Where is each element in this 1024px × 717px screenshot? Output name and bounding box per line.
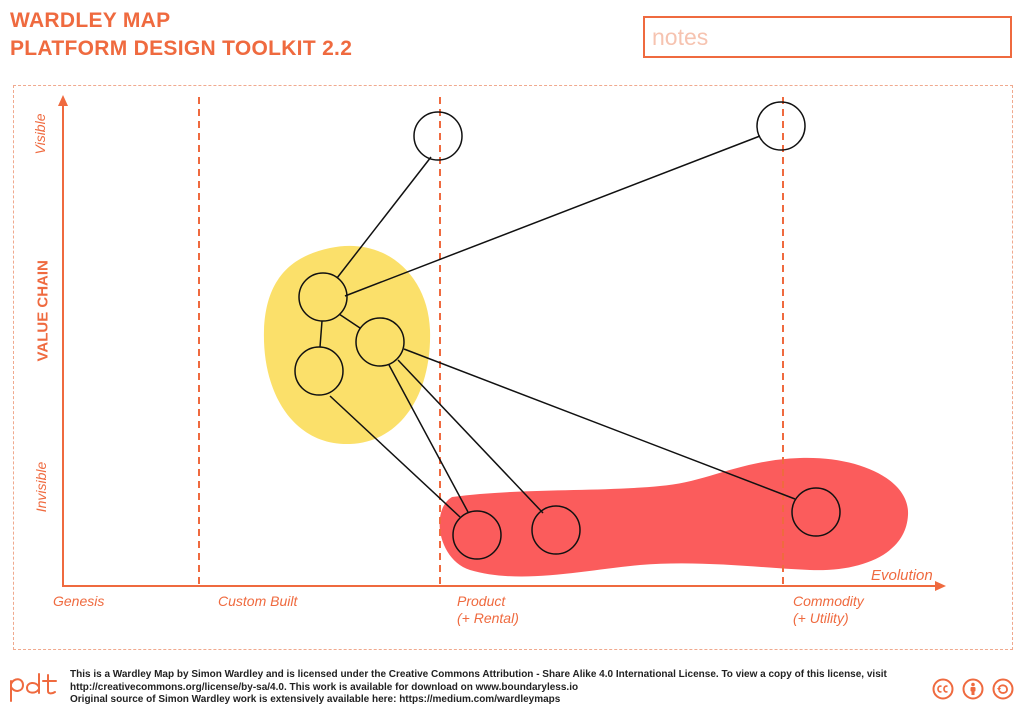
link: [344, 135, 761, 297]
component-node[interactable]: [756, 101, 806, 151]
yellow-blob: [263, 245, 431, 445]
component-node[interactable]: [531, 505, 581, 555]
map-subtitle: PLATFORM DESIGN TOOLKIT 2.2: [10, 37, 353, 60]
link: [329, 395, 461, 518]
component-node[interactable]: [298, 272, 348, 322]
y-label-invisible: Invisible: [33, 461, 49, 513]
map-frame: [13, 85, 1013, 650]
stage-label-custom-built: Custom Built: [218, 593, 298, 609]
link: [403, 348, 796, 500]
link: [338, 313, 361, 329]
link: [397, 359, 544, 514]
component-node[interactable]: [355, 317, 405, 367]
map-title: WARDLEY MAP: [10, 9, 171, 32]
y-label-value-chain: VALUE CHAIN: [34, 260, 52, 362]
link: [336, 156, 432, 279]
license-text: This is a Wardley Map by Simon Wardley a…: [70, 669, 887, 705]
red-blob: [439, 457, 909, 577]
component-node[interactable]: [452, 510, 502, 560]
notes-field[interactable]: notes: [643, 16, 1012, 58]
y-axis-arrow: [58, 95, 68, 106]
stage-label-genesis: Genesis: [53, 593, 105, 609]
link: [319, 320, 323, 348]
cc-icon: [932, 678, 954, 700]
stage-label-product: Product (+ Rental): [457, 593, 519, 626]
component-node[interactable]: [413, 111, 463, 161]
component-node[interactable]: [791, 487, 841, 537]
sa-icon: [992, 678, 1014, 700]
component-node[interactable]: [294, 346, 344, 396]
by-icon: [962, 678, 984, 700]
pdt-logo-icon: [10, 673, 57, 702]
dependency-links: [319, 135, 796, 518]
stage-label-commodity: Commodity (+ Utility): [793, 593, 864, 626]
x-label-evolution: Evolution: [871, 567, 933, 584]
link: [388, 364, 469, 513]
y-label-visible: Visible: [32, 113, 48, 155]
x-axis-arrow: [935, 581, 946, 591]
